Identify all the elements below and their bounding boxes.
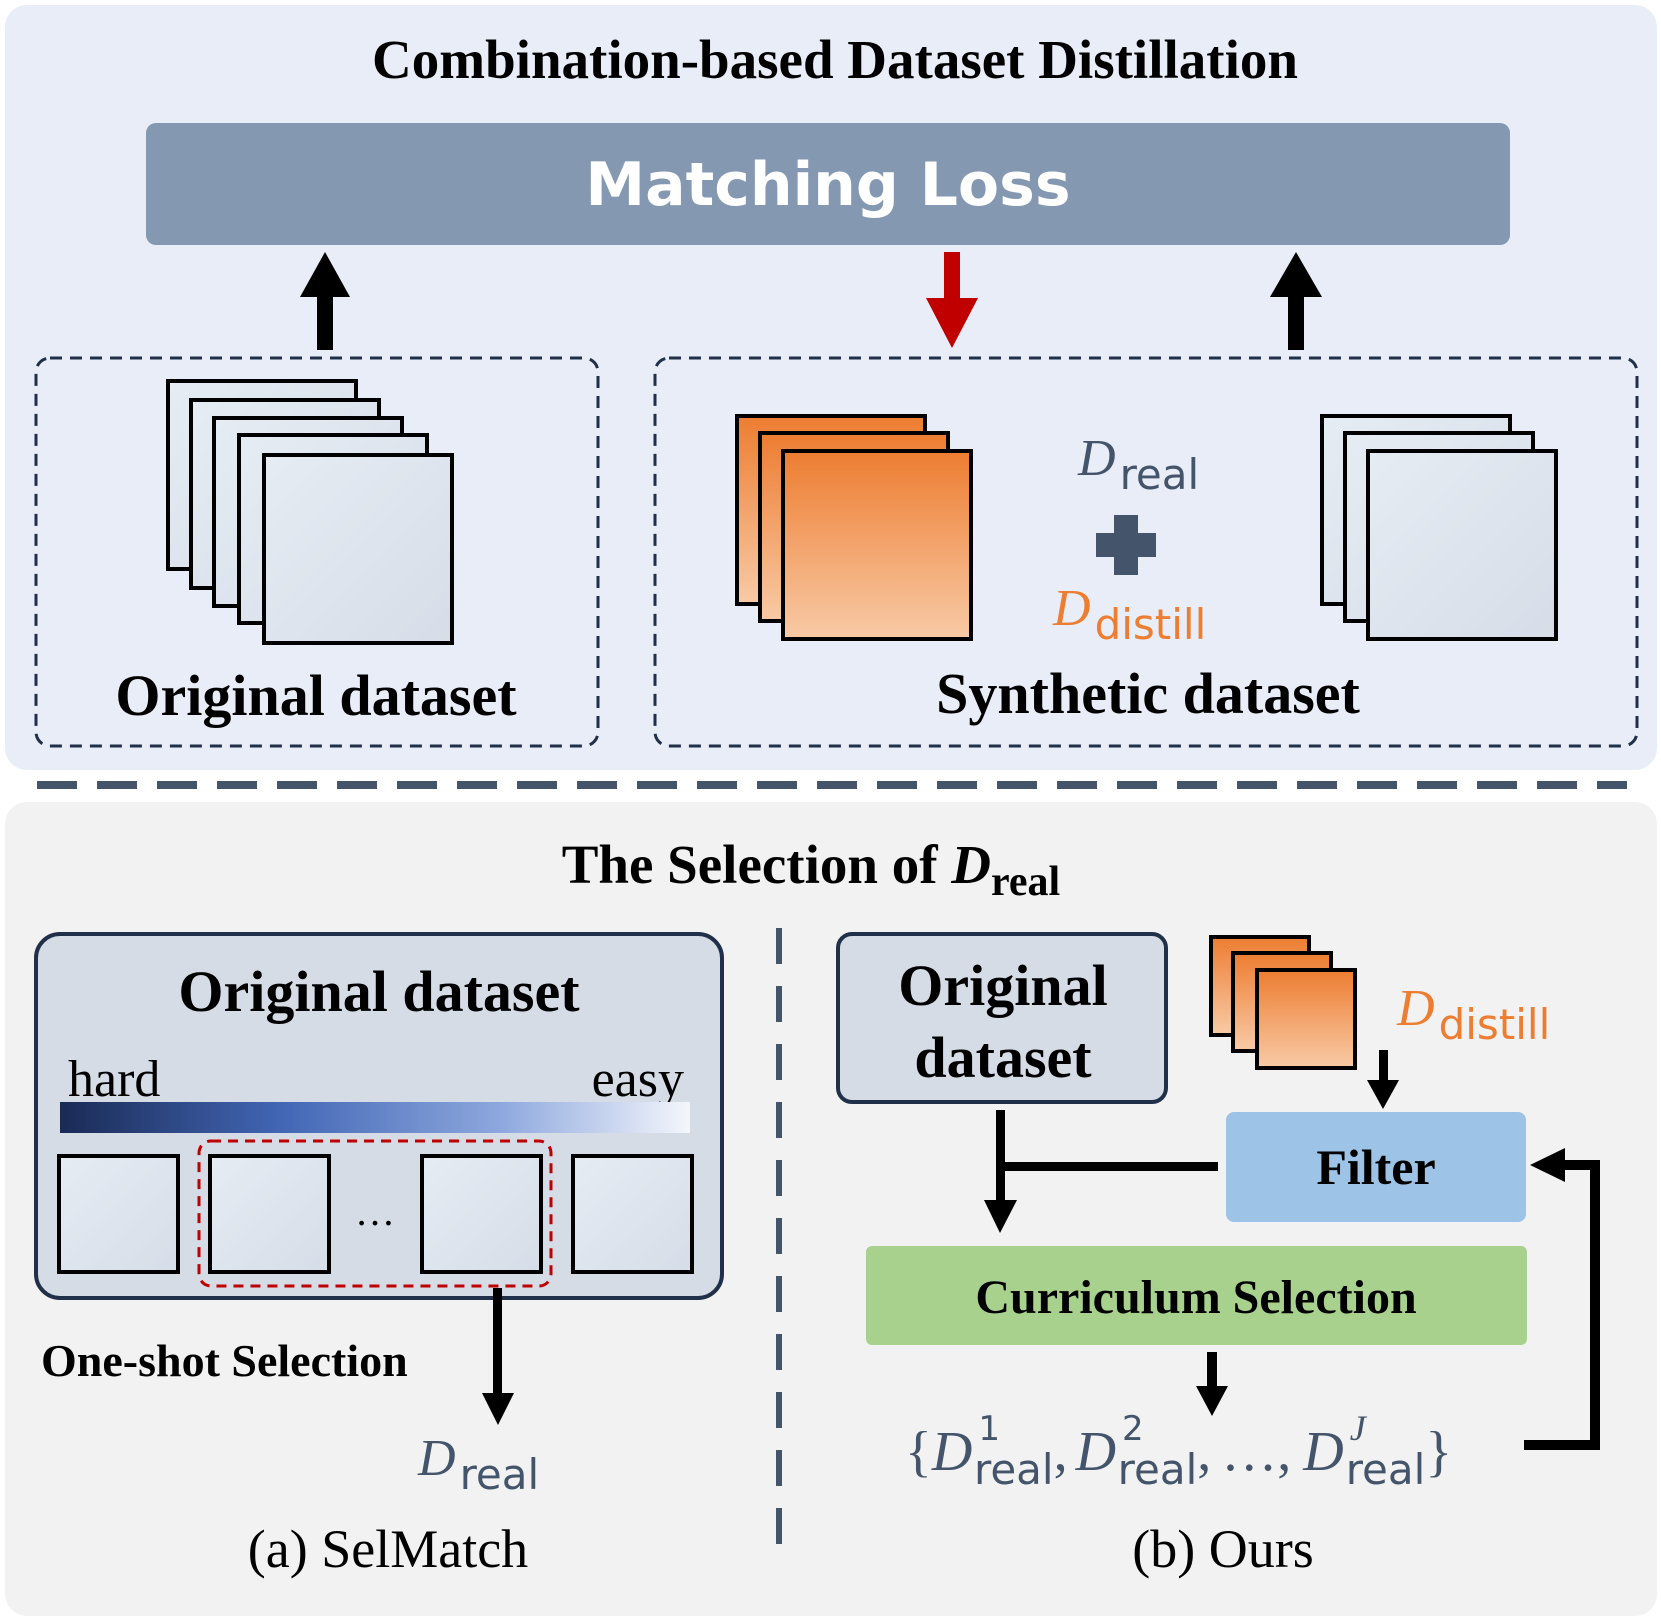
matching-loss-label: Matching Loss [585, 150, 1070, 220]
original-dataset-box [34, 356, 600, 748]
original-dataset-stack [166, 379, 454, 645]
filter-box [1226, 1112, 1526, 1222]
caption-ours: (b) Ours [1132, 1519, 1313, 1579]
down-arrow-synthetic [926, 252, 978, 348]
matching-loss-bar [146, 123, 1510, 245]
top-title: Combination-based Dataset Distillation [372, 29, 1298, 90]
hard-label: hard [68, 1051, 160, 1108]
feedback-arrow [1524, 1148, 1600, 1450]
original-to-curriculum-arrow [984, 1110, 1218, 1233]
ours-original-line1: Original [898, 953, 1107, 1018]
selmatch-output-d-real: Dreal [417, 1430, 539, 1499]
original-dataset-label: Original dataset [115, 663, 517, 728]
distill-to-filter-arrow [1367, 1050, 1399, 1109]
curriculum-selection-label: Curriculum Selection [975, 1271, 1416, 1324]
sample-image-easy [571, 1154, 694, 1274]
ours-d-distill-label: Ddistill [1396, 980, 1550, 1049]
ours-original-dataset-box [836, 932, 1168, 1104]
difficulty-gradient-bar [60, 1102, 690, 1133]
up-arrow-original [300, 252, 350, 350]
d-distill-label: Ddistill [1052, 580, 1206, 649]
d-real-label: Dreal [1077, 430, 1199, 499]
selection-window [197, 1139, 553, 1288]
real-subset-stack [1320, 414, 1558, 641]
curriculum-output-arrow [1196, 1352, 1228, 1416]
up-arrow-real-subset [1270, 252, 1322, 350]
ours-distilled-stack [1209, 935, 1357, 1070]
easy-label: easy [592, 1051, 684, 1108]
filter-label: Filter [1316, 1139, 1435, 1195]
curriculum-selection-box [866, 1246, 1527, 1345]
distilled-images-stack [735, 414, 973, 641]
bottom-title: The Selection of Dreal [562, 834, 1060, 905]
selmatch-box-title: Original dataset [178, 959, 580, 1024]
sample-image-selected-2 [420, 1154, 543, 1274]
ours-original-line2: dataset [914, 1025, 1092, 1090]
caption-selmatch: (a) SelMatch [248, 1519, 528, 1579]
selmatch-ellipsis: … [355, 1189, 395, 1234]
synthetic-dataset-label: Synthetic dataset [936, 661, 1360, 726]
sample-image-hard [57, 1154, 180, 1274]
one-shot-selection-label: One-shot Selection [41, 1335, 408, 1386]
sample-image-selected-1 [208, 1154, 331, 1274]
plus-icon [1096, 515, 1156, 575]
one-shot-arrow [482, 1288, 514, 1425]
